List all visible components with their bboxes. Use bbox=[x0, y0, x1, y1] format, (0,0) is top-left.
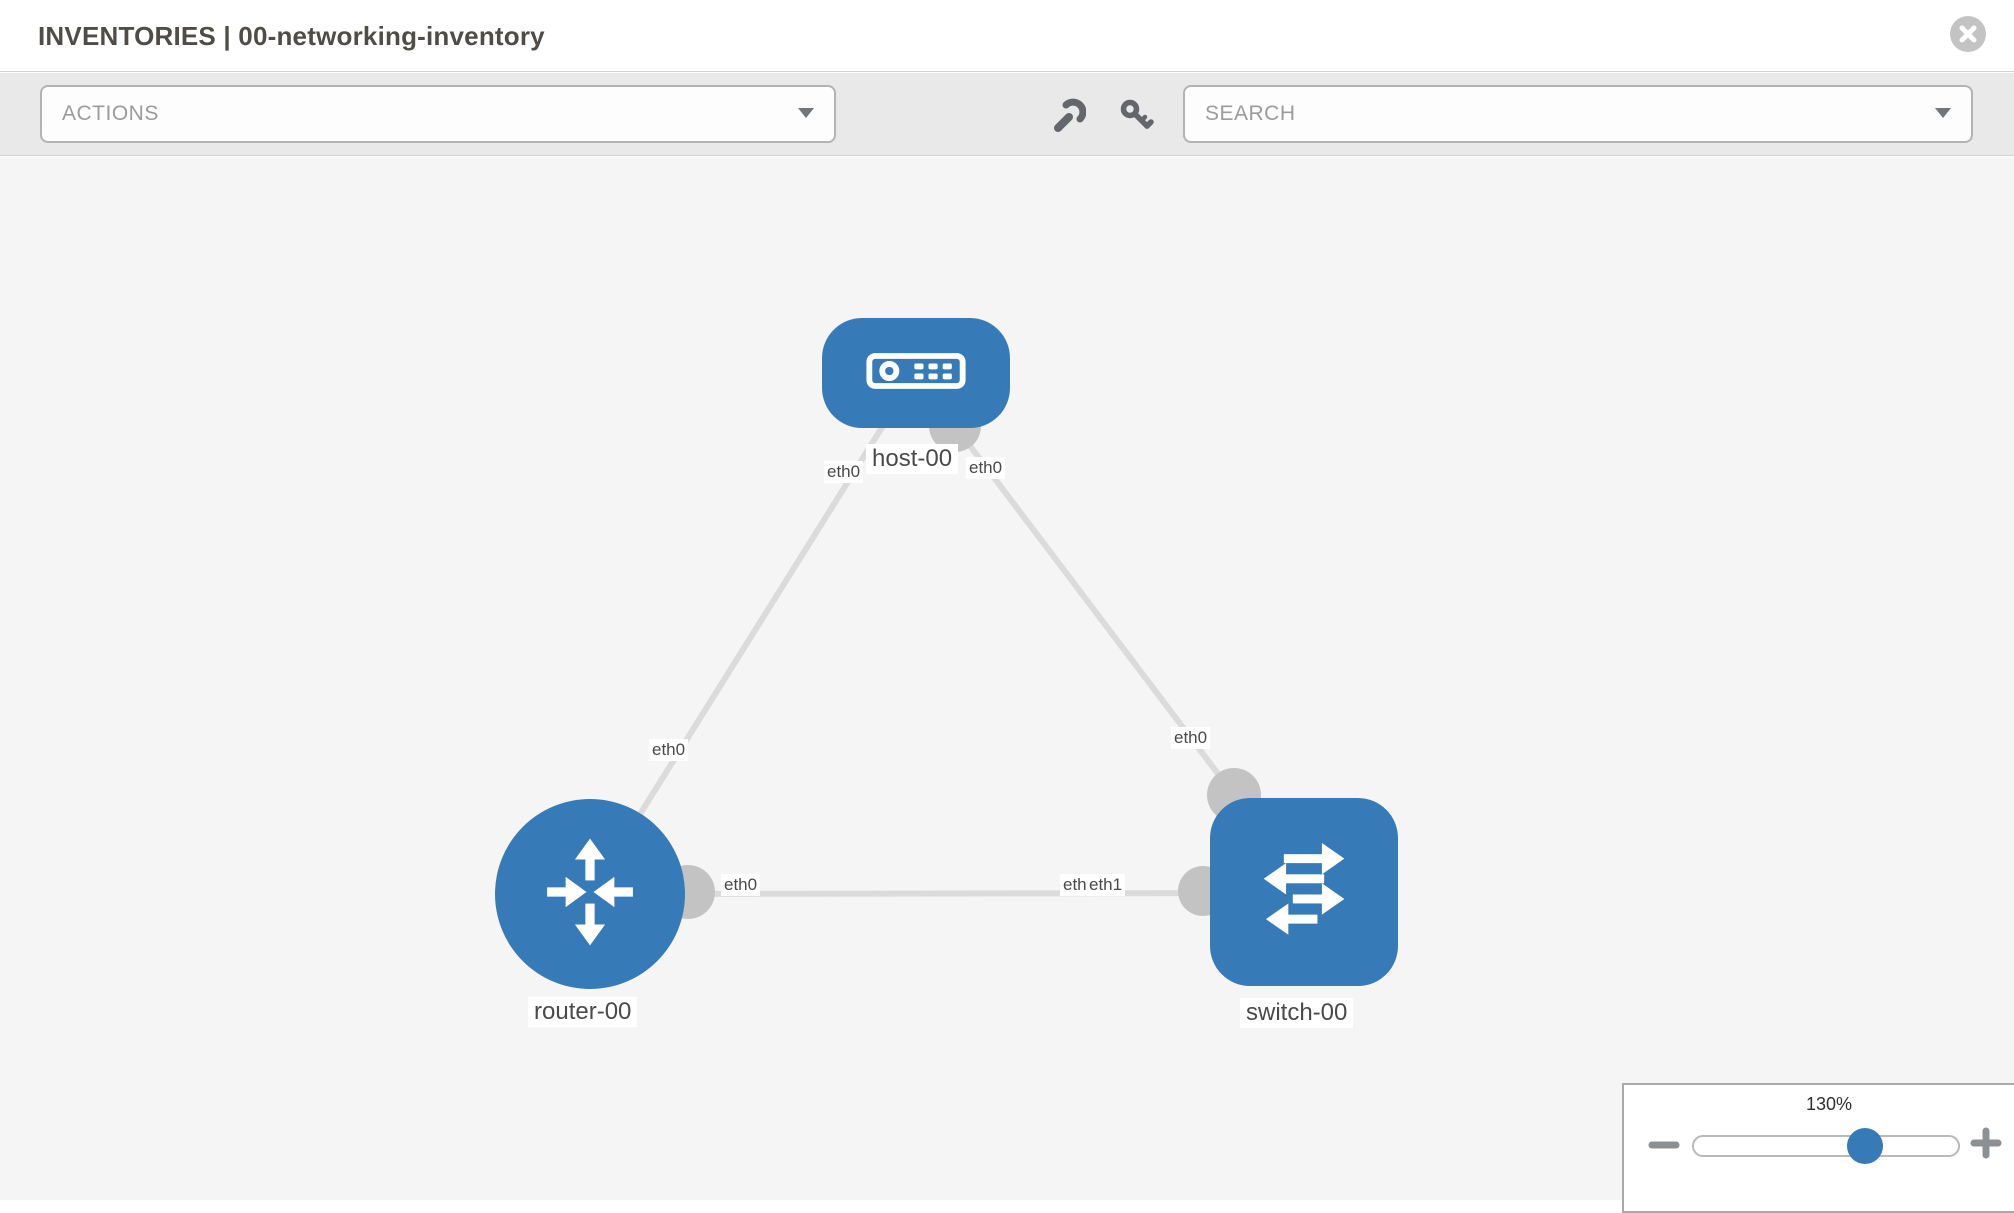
switch-icon-node[interactable] bbox=[1210, 798, 1398, 986]
switch-icon bbox=[1248, 834, 1360, 951]
chevron-down-icon bbox=[1935, 105, 1951, 123]
router-icon bbox=[532, 834, 648, 955]
key-button[interactable] bbox=[1118, 97, 1154, 133]
iface-label-host-right: eth0 bbox=[966, 457, 1006, 479]
close-button[interactable] bbox=[1950, 16, 1986, 52]
node-host-00[interactable] bbox=[822, 318, 1010, 428]
search-dropdown-label: SEARCH bbox=[1205, 102, 1296, 125]
zoom-slider-thumb[interactable] bbox=[1847, 1128, 1883, 1164]
actions-dropdown[interactable]: ACTIONS bbox=[40, 85, 836, 143]
iface-label-switch-side: eth1 bbox=[1086, 874, 1126, 896]
wrench-icon bbox=[1050, 98, 1087, 137]
panel-header: INVENTORIES | 00-networking-inventory bbox=[0, 0, 2014, 72]
iface-label-link-left: eth0 bbox=[649, 739, 689, 761]
link-host-router bbox=[587, 371, 919, 896]
zoom-out-button[interactable] bbox=[1648, 1129, 1680, 1161]
plus-icon bbox=[1970, 1127, 2002, 1163]
topology-canvas[interactable]: host-00 router-00 switch-00 eth0 eth0 et… bbox=[0, 157, 2014, 1200]
search-dropdown[interactable]: SEARCH bbox=[1183, 85, 1973, 143]
chevron-down-icon bbox=[798, 105, 814, 123]
actions-dropdown-label: ACTIONS bbox=[62, 102, 159, 125]
toolbar: ACTIONS bbox=[0, 73, 2014, 156]
iface-label-host-left: eth0 bbox=[824, 461, 864, 483]
links-layer bbox=[587, 371, 1305, 919]
node-label-host: host-00 bbox=[866, 444, 959, 474]
key-icon bbox=[1118, 99, 1154, 137]
zoom-level-value: 130% bbox=[1805, 1094, 1853, 1114]
zoom-panel: 130% bbox=[1622, 1083, 2014, 1213]
zoom-in-button[interactable] bbox=[1970, 1127, 2002, 1159]
host-icon bbox=[866, 352, 966, 395]
zoom-slider-track[interactable] bbox=[1692, 1135, 1960, 1157]
node-router-00[interactable] bbox=[495, 799, 685, 989]
page-title: INVENTORIES | 00-networking-inventory bbox=[38, 21, 545, 51]
iface-label-link-right: eth0 bbox=[1171, 727, 1211, 749]
node-label-switch: switch-00 bbox=[1240, 998, 1354, 1028]
node-label-router: router-00 bbox=[528, 997, 638, 1027]
configure-button[interactable] bbox=[1050, 97, 1087, 133]
minus-icon bbox=[1648, 1141, 1680, 1165]
iface-label-router-side: eth0 bbox=[721, 874, 761, 896]
